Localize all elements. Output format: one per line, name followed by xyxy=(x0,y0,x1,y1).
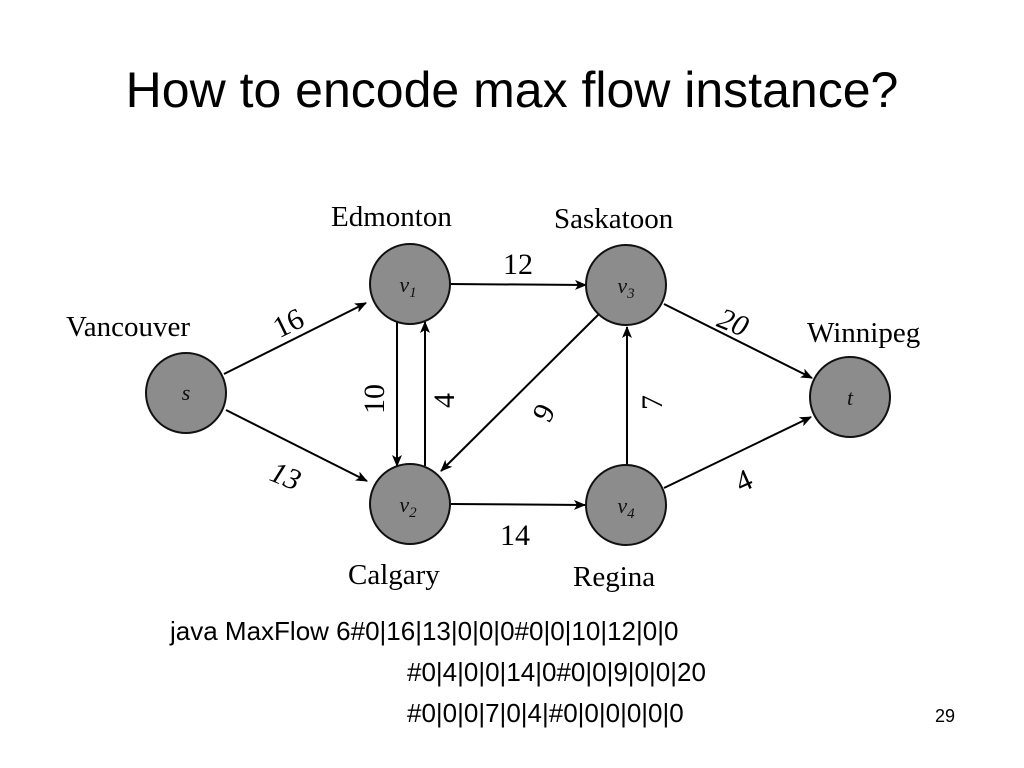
node-label-t: t xyxy=(847,385,854,410)
capacity-label-v4-t: 4 xyxy=(730,463,757,499)
node-label-v3: v3 xyxy=(617,273,634,302)
capacity-label-s-v2: 13 xyxy=(265,455,305,497)
edge-s-v2 xyxy=(225,409,368,482)
command-line-2: #0|4|0|0|14|0#0|0|9|0|0|20 xyxy=(407,657,706,687)
city-label-regina: Regina xyxy=(573,561,655,593)
capacity-label-v2-v1: 4 xyxy=(428,393,461,408)
capacity-label-v1-v2: 10 xyxy=(358,384,391,414)
node-label-v2: v2 xyxy=(399,492,417,521)
slide-number: 29 xyxy=(935,706,956,726)
city-label-edmonton: Edmonton xyxy=(331,201,452,233)
capacity-label-v4-v3: 7 xyxy=(636,395,669,410)
edge-v3-v2 xyxy=(440,312,601,472)
city-label-saskatoon: Saskatoon xyxy=(554,203,674,235)
capacity-label-v1-v3: 12 xyxy=(503,248,533,281)
node-label-v4: v4 xyxy=(617,493,635,522)
node-v2: v2 xyxy=(369,463,451,545)
command-line-3: #0|0|0|7|0|4|#0|0|0|0|0|0 xyxy=(407,698,684,728)
node-v1: v1 xyxy=(369,243,451,325)
capacity-label-v3-t: 20 xyxy=(713,302,753,344)
city-label-winnipeg: Winnipeg xyxy=(807,317,920,349)
edge-v2-v4 xyxy=(450,499,586,510)
edge-v1-v3 xyxy=(448,279,587,290)
slide-title: How to encode max flow instance? xyxy=(125,62,899,118)
node-label-s: s xyxy=(182,380,191,405)
edge-s-v1 xyxy=(223,302,367,375)
edge-v3-t xyxy=(663,303,813,379)
node-v4: v4 xyxy=(585,464,667,546)
node-t: t xyxy=(809,356,891,438)
capacity-label-v3-v2: 9 xyxy=(526,399,562,428)
edge-v4-t xyxy=(663,416,812,489)
command-line-1: java MaxFlow 6#0|16|13|0|0|0#0|0|10|12|0… xyxy=(170,616,679,646)
capacity-label-v2-v4: 14 xyxy=(500,519,530,552)
node-v3: v3 xyxy=(585,244,667,326)
city-label-calgary: Calgary xyxy=(348,559,440,591)
capacity-label-s-v1: 16 xyxy=(268,302,309,345)
node-s: s xyxy=(145,352,227,434)
city-label-vancouver: Vancouver xyxy=(66,311,190,343)
node-label-v1: v1 xyxy=(399,272,416,301)
